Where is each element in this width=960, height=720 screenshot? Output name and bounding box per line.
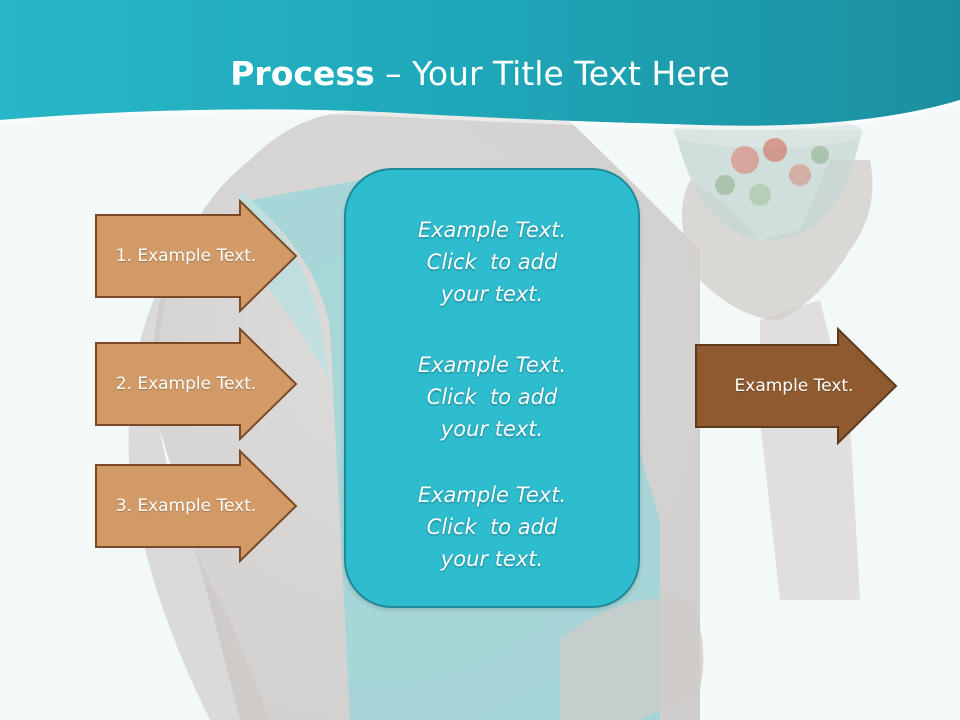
slide-title-bold: Process	[230, 54, 375, 93]
panel-text-block-1[interactable]: Example Text. Click to add your text.	[346, 214, 638, 310]
arrow-right-icon	[95, 327, 298, 441]
arrow-right-icon	[95, 449, 298, 563]
step-arrow-1[interactable]: 1. Example Text.	[94, 199, 300, 313]
step-arrow-3[interactable]: 3. Example Text.	[94, 449, 300, 563]
step-arrow-2[interactable]: 2. Example Text.	[94, 327, 300, 441]
result-arrow[interactable]: Example Text.	[694, 327, 900, 445]
panel-text-line: your text.	[440, 282, 544, 306]
panel-text-line: your text.	[440, 547, 544, 571]
panel-text-line: Example Text.	[417, 353, 567, 377]
result-arrow-label: Example Text.	[734, 376, 854, 396]
center-text-panel[interactable]: Example Text. Click to add your text. Ex…	[344, 168, 640, 608]
panel-text-line: your text.	[440, 417, 544, 441]
panel-text-block-2[interactable]: Example Text. Click to add your text.	[346, 349, 638, 445]
panel-text-line: Click to add	[426, 250, 558, 274]
step-arrow-2-label: 2. Example Text.	[115, 374, 257, 394]
panel-text-line: Click to add	[426, 515, 558, 539]
panel-text-line: Click to add	[426, 385, 558, 409]
arrow-right-icon	[95, 199, 298, 313]
step-arrow-1-label: 1. Example Text.	[115, 246, 257, 266]
slide-title-rest: – Your Title Text Here	[374, 54, 730, 93]
panel-text-line: Example Text.	[417, 218, 567, 242]
panel-text-line: Example Text.	[417, 483, 567, 507]
arrow-right-icon	[695, 327, 898, 445]
slide-title: Process – Your Title Text Here	[0, 52, 960, 96]
panel-text-block-3[interactable]: Example Text. Click to add your text.	[346, 479, 638, 575]
step-arrow-3-label: 3. Example Text.	[115, 496, 257, 516]
